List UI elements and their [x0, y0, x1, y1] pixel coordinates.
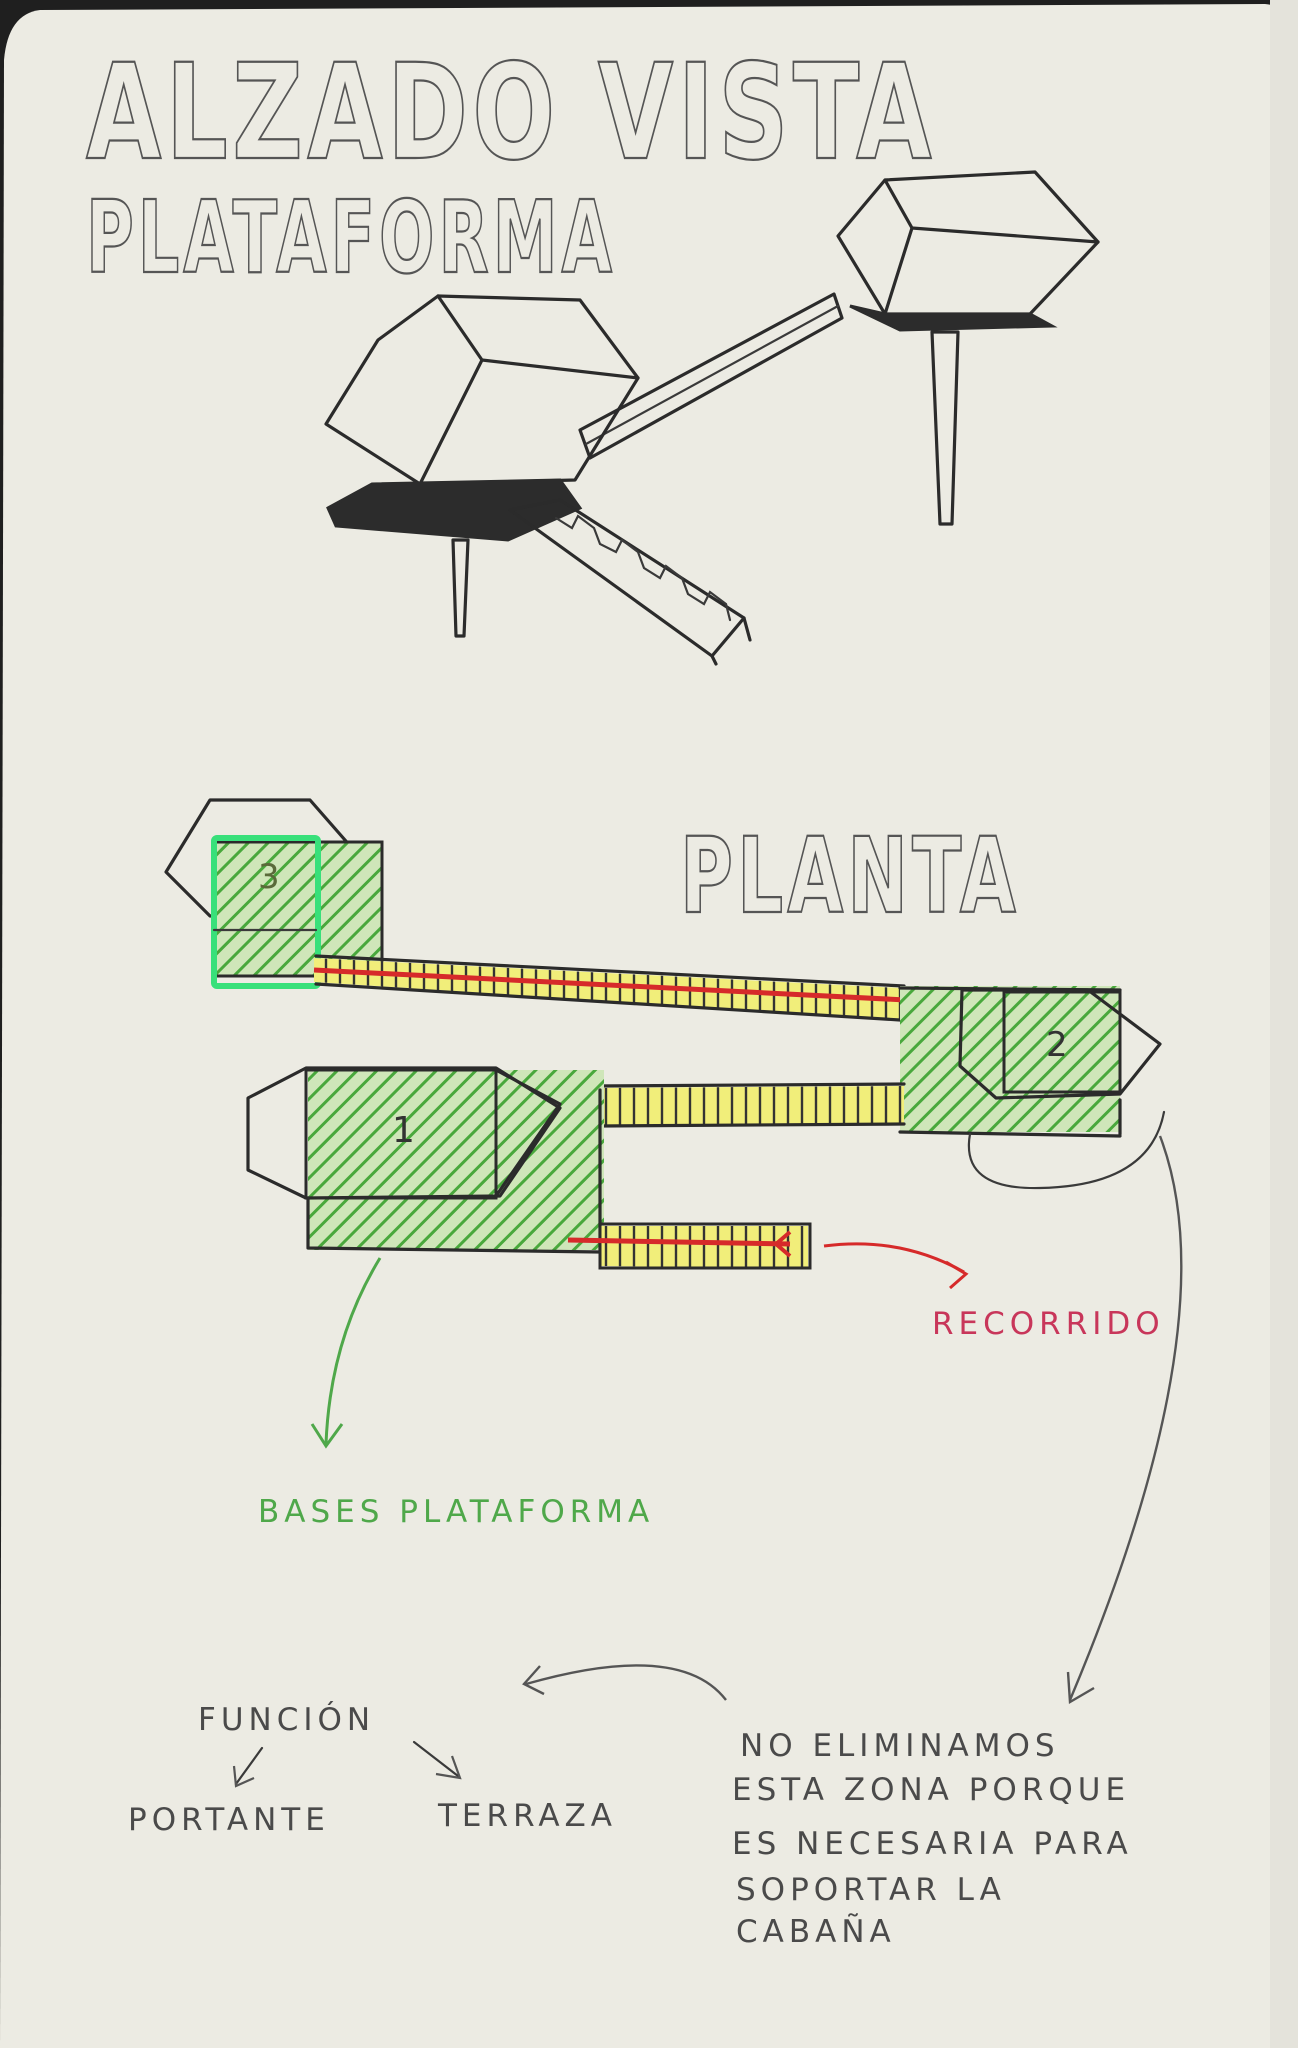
module-3: 3	[164, 798, 384, 989]
funcion-pointer-arrow	[525, 1664, 727, 1701]
portante-label: PORTANTE	[128, 1802, 330, 1838]
retained-zone-curve	[967, 1110, 1166, 1190]
module-3-label: 3	[258, 857, 280, 897]
recorrido-label: RECORRIDO	[932, 1306, 1165, 1342]
elevation-title-line1: ALZADO VISTA	[86, 36, 936, 190]
plan-title: PLANTA	[680, 815, 1020, 937]
lower-corridor	[567, 1222, 812, 1270]
left-cabin	[324, 294, 640, 638]
note-pointer-arrow	[1068, 1135, 1183, 1701]
note-line-4: SOPORTAR LA	[736, 1872, 1006, 1908]
paper-sheet	[0, 4, 1296, 2048]
bases-arrow	[324, 1257, 382, 1445]
explanatory-note: NO ELIMINAMOS ESTA ZONA PORQUE ES NECESA…	[732, 1728, 1133, 1950]
note-line-1: NO ELIMINAMOS	[740, 1728, 1060, 1764]
terraza-label: TERRAZA	[437, 1798, 617, 1834]
walkway-ramp	[578, 292, 844, 460]
module-2-label: 2	[1046, 1025, 1068, 1065]
plan-drawing: 3 2	[164, 798, 1166, 1270]
module-1-label: 1	[392, 1110, 415, 1151]
elevation-title-line2: PLATAFORMA	[86, 179, 616, 296]
note-line-5: CABAÑA	[736, 1914, 896, 1950]
module-2: 2	[898, 986, 1162, 1138]
note-line-3: ES NECESARIA PARA	[732, 1826, 1133, 1862]
staircase	[508, 498, 752, 666]
middle-corridor	[594, 1082, 906, 1128]
selection-highlight	[211, 835, 321, 989]
note-line-2: ESTA ZONA PORQUE	[732, 1772, 1130, 1808]
elevation-sketch	[324, 170, 1100, 666]
module-1: 1	[246, 1066, 604, 1254]
right-cabin	[836, 170, 1100, 526]
funcion-label: FUNCIÓN	[198, 1701, 375, 1738]
bases-label: BASES PLATAFORMA	[258, 1494, 654, 1530]
